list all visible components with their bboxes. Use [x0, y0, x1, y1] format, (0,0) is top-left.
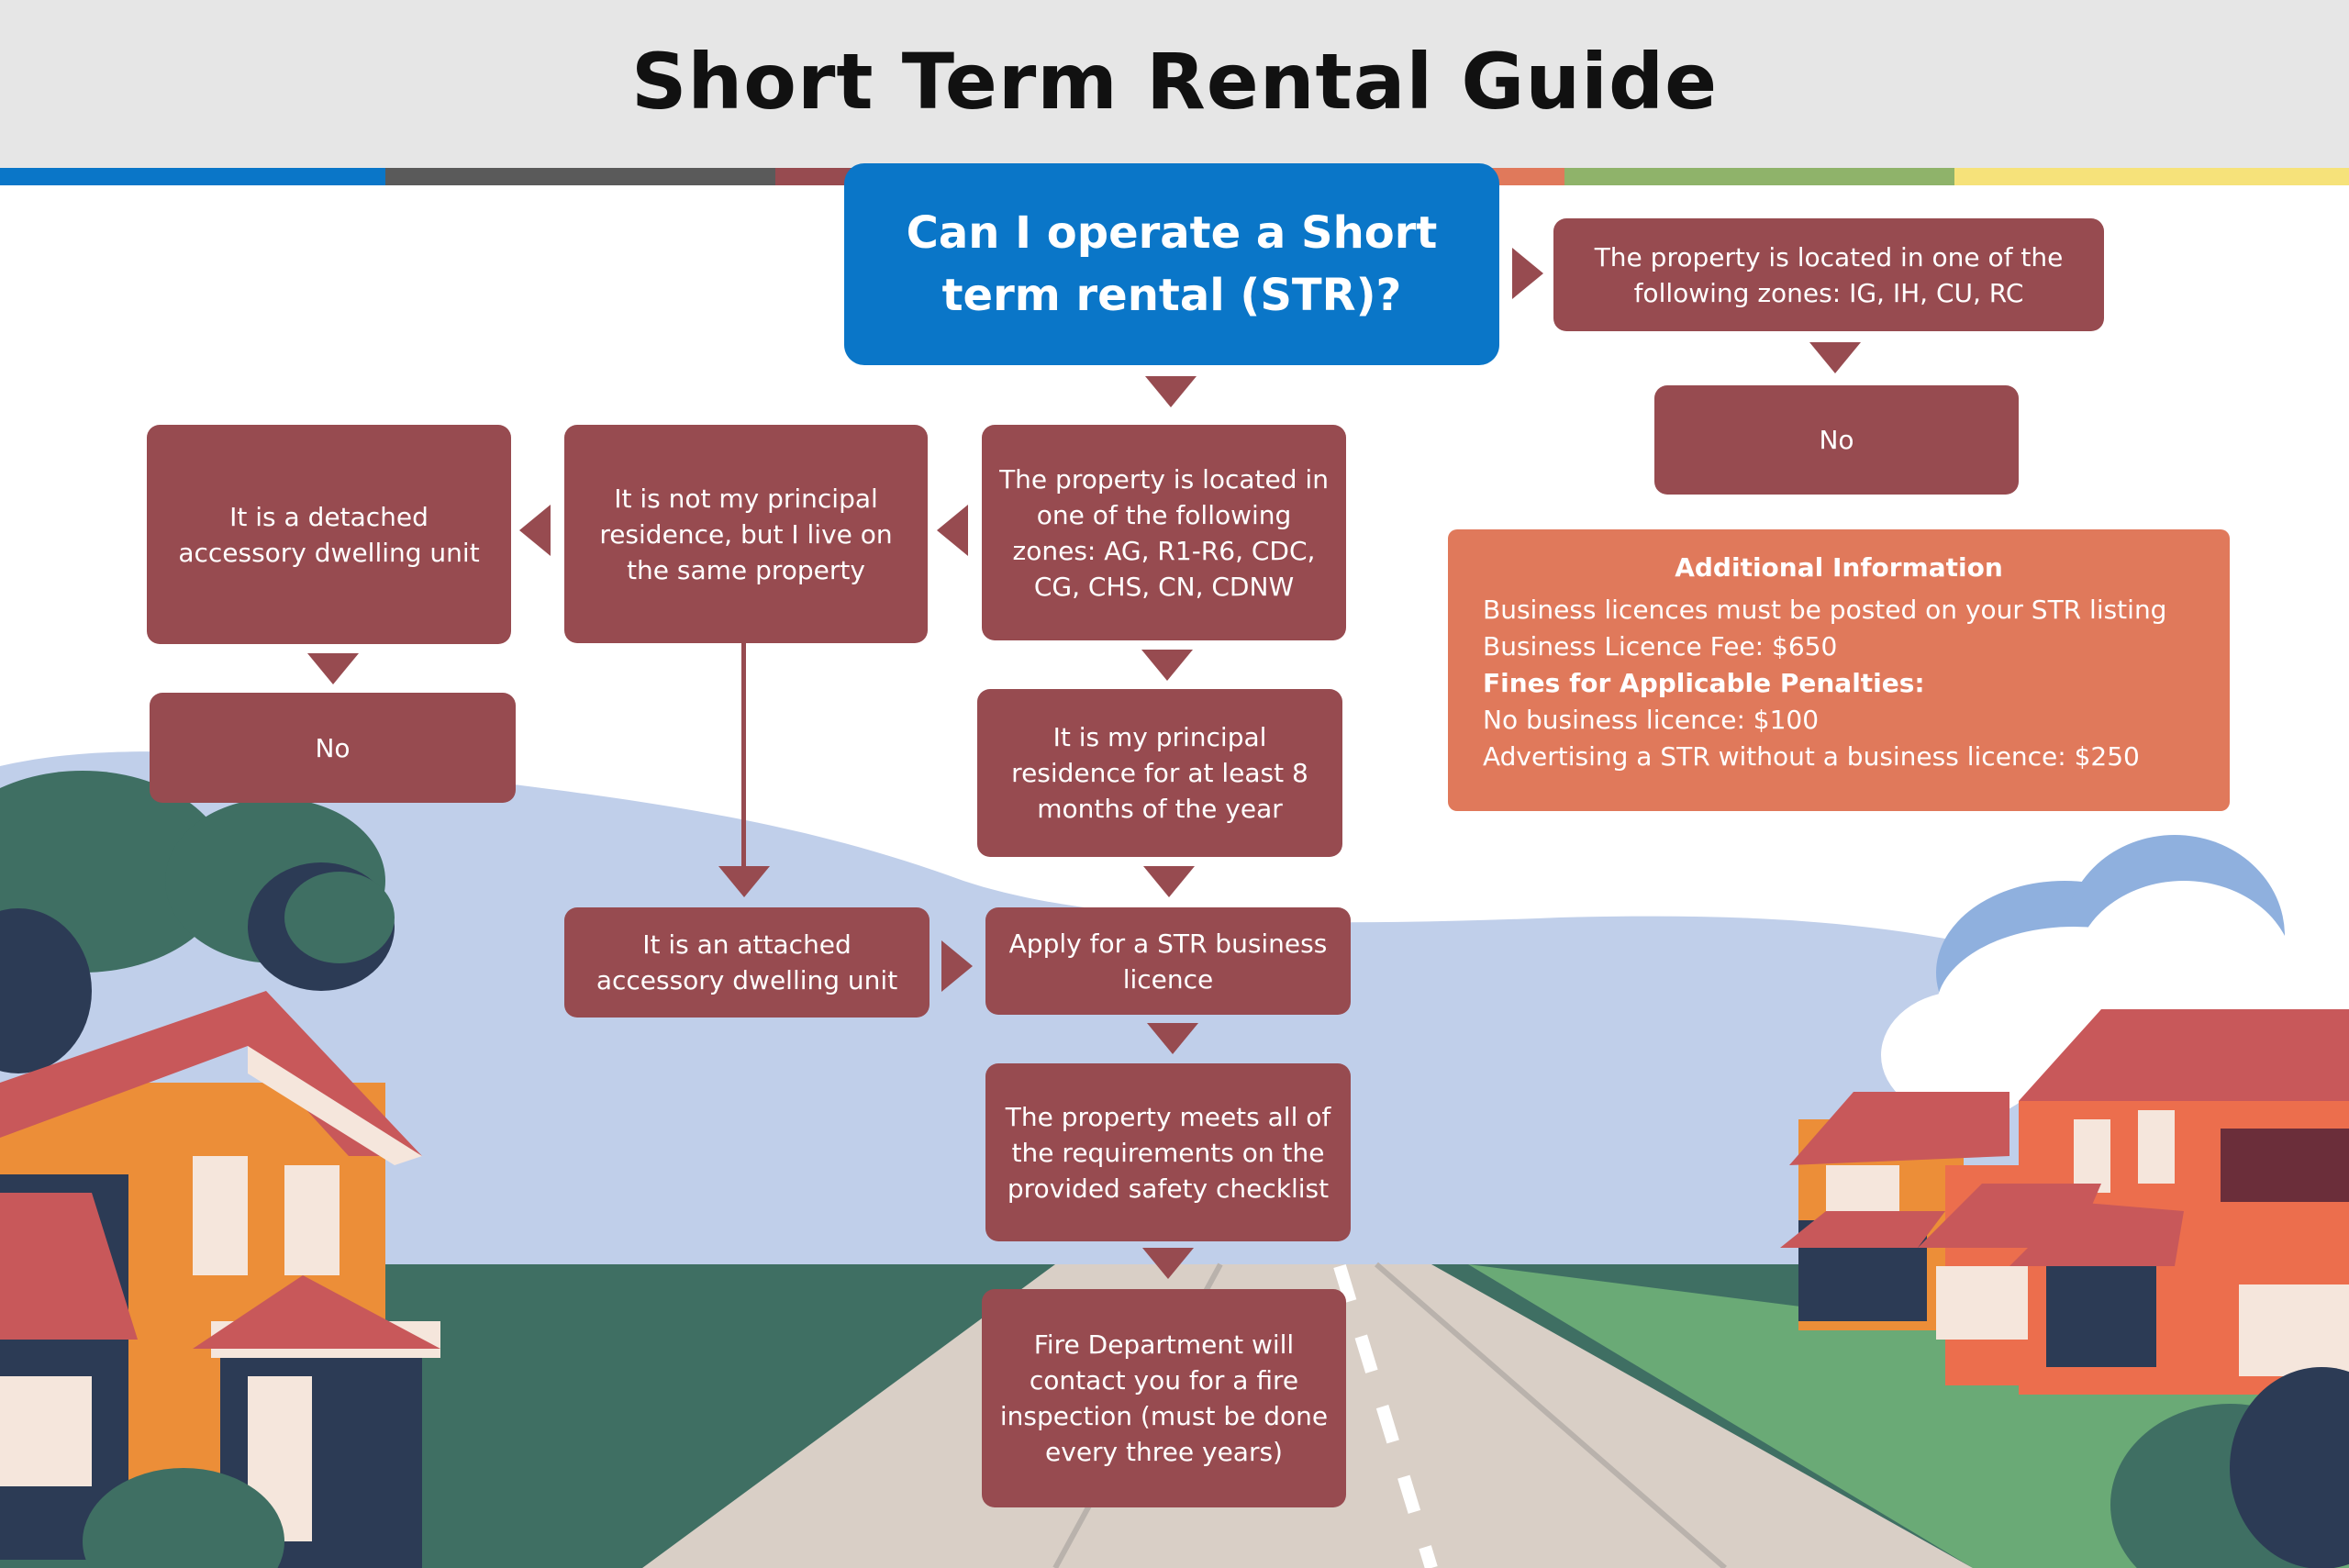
arrow-right-to-apply: [941, 940, 973, 992]
arrow-down-from-question: [1145, 376, 1197, 407]
page-title: Short Term Rental Guide: [630, 37, 1719, 127]
penalties-title: Fines for Applicable Penalties:: [1483, 668, 1925, 698]
arrow-down-to-no-left: [307, 653, 359, 684]
principal-residence-box: It is my principal residence for at leas…: [977, 689, 1342, 857]
color-strip-blue: [0, 168, 385, 185]
fire-inspection-box: Fire Department will contact you for a f…: [982, 1289, 1346, 1507]
color-strip-green: [1564, 168, 1954, 185]
main-question-box: Can I operate a Short term rental (STR)?: [844, 163, 1499, 365]
arrow-left-to-not-principal: [937, 505, 968, 556]
tree-left: [0, 771, 395, 1073]
arrow-down-to-principal: [1141, 650, 1193, 681]
color-strip-gray: [385, 168, 775, 185]
additional-info-panel: Additional Information Business licences…: [1448, 529, 2230, 811]
cloud: [1881, 835, 2294, 1119]
penalty-no-licence: No business licence: $100: [1483, 705, 1820, 735]
arrow-left-to-detached: [519, 505, 551, 556]
not-principal-box: It is not my principal residence, but I …: [564, 425, 928, 643]
road-edge-right: [1375, 1262, 1727, 1568]
color-strip-yellow: [1954, 168, 2349, 185]
connector-not-principal-to-attached: [741, 643, 746, 868]
detached-adu-box: It is a detached accessory dwelling unit: [147, 425, 511, 644]
no-right-box: No: [1654, 385, 2019, 495]
safety-checklist-box: The property meets all of the requiremen…: [985, 1063, 1351, 1241]
arrow-down-to-checklist: [1147, 1023, 1198, 1054]
excluded-zones-box: The property is located in one of the fo…: [1553, 218, 2104, 331]
arrow-right-to-excluded-zones: [1512, 248, 1543, 299]
arrow-down-to-apply: [1143, 866, 1195, 897]
houses-right: [1780, 1009, 2349, 1568]
header-bar: [0, 0, 2349, 168]
attached-adu-box: It is an attached accessory dwelling uni…: [564, 907, 930, 1018]
allowed-zones-box: The property is located in one of the fo…: [982, 425, 1346, 640]
penalty-advertising: Advertising a STR without a business lic…: [1483, 741, 2140, 772]
arrow-down-to-fire: [1142, 1248, 1194, 1279]
info-line-fee: Business Licence Fee: $650: [1483, 631, 1838, 662]
road-centerline: [1333, 1263, 1438, 1568]
no-left-box: No: [150, 693, 516, 803]
arrow-down-to-attached: [718, 866, 770, 897]
apply-licence-box: Apply for a STR business licence: [985, 907, 1351, 1015]
additional-info-title: Additional Information: [1675, 552, 2003, 583]
arrow-down-to-no-right: [1809, 342, 1861, 373]
info-line-posting: Business licences must be posted on your…: [1483, 595, 2167, 625]
house-left: [0, 991, 440, 1568]
